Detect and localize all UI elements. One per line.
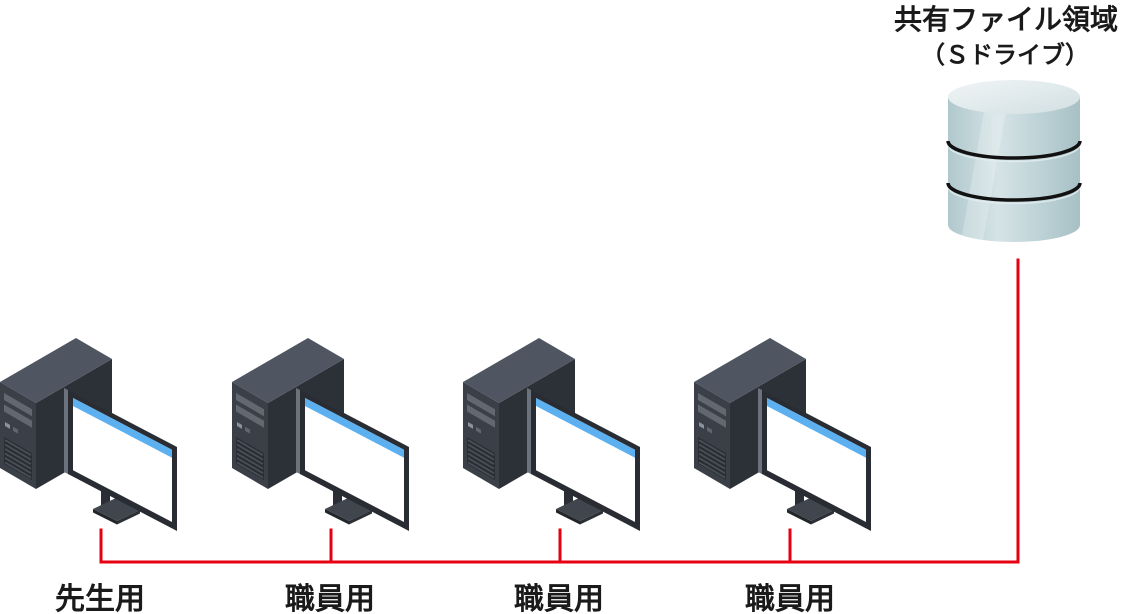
database-separator <box>946 182 1082 202</box>
pc-label: 職員用 <box>285 582 375 614</box>
shared-file-storage: 共有ファイル領域 （Ｓドライブ） <box>894 3 1118 242</box>
database-icon <box>946 80 1082 242</box>
database-separator <box>946 140 1082 160</box>
pc-node-teacher: 先生用 <box>0 337 178 614</box>
database-highlight <box>960 80 1012 242</box>
pc-label: 職員用 <box>514 582 604 614</box>
server-title: 共有ファイル領域 <box>894 3 1118 36</box>
database-body <box>948 97 1080 242</box>
desktop-computer-icon <box>693 337 872 532</box>
desktop-computer-icon <box>231 337 410 532</box>
desktop-computer-icon <box>0 337 178 532</box>
desktop-computer-icon <box>462 337 641 532</box>
pc-node-staff-3: 職員用 <box>693 337 872 614</box>
database-top <box>948 80 1080 114</box>
pc-node-staff-1: 職員用 <box>231 337 410 614</box>
database-disc-rim <box>947 186 1081 205</box>
pc-node-staff-2: 職員用 <box>462 337 641 614</box>
server-subtitle: （Ｓドライブ） <box>921 41 1089 69</box>
network-bus-line <box>99 258 1020 564</box>
pc-label: 職員用 <box>745 582 835 614</box>
pc-label: 先生用 <box>55 582 145 614</box>
database-disc-rim <box>947 144 1081 163</box>
